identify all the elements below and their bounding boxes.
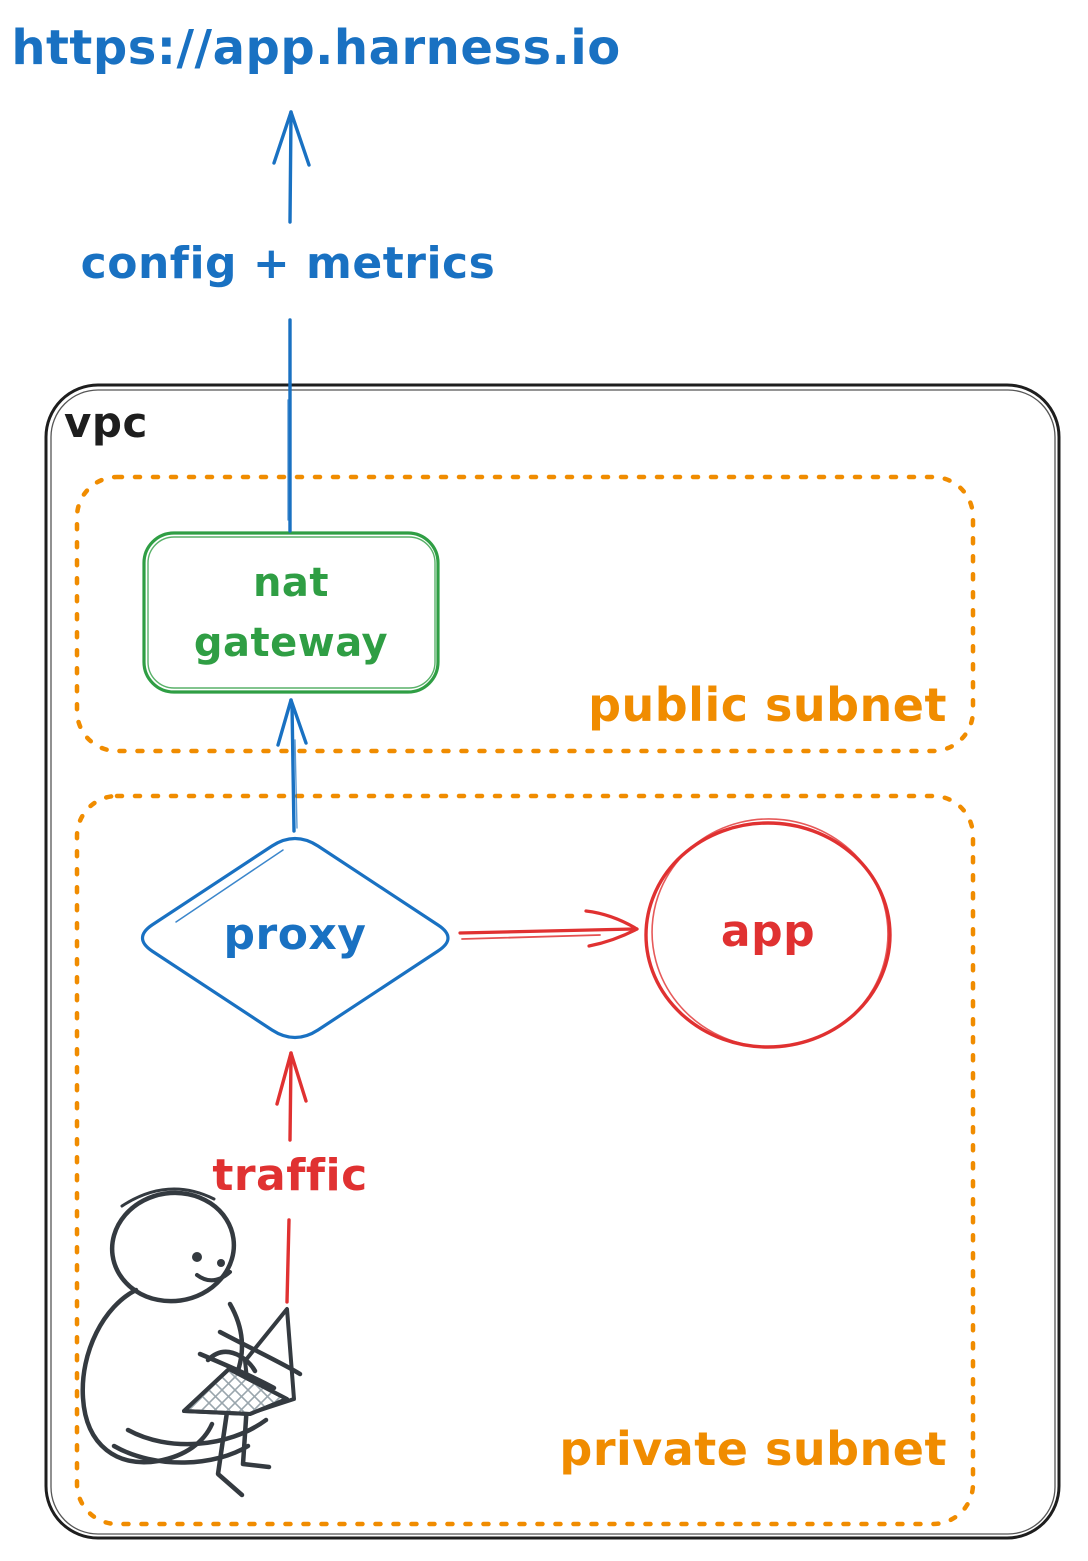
private-subnet-box xyxy=(74,793,976,1527)
person-leg xyxy=(240,1401,272,1470)
url-label: https://app.harness.io xyxy=(11,20,621,76)
arrow-nat-to-url xyxy=(272,110,311,533)
nat-gateway-label: nat gateway xyxy=(144,533,438,692)
traffic-label: traffic xyxy=(212,1150,368,1201)
laptop xyxy=(182,1307,296,1416)
nat-gateway-box xyxy=(142,531,440,694)
person-leg xyxy=(215,1409,245,1498)
person-figure xyxy=(80,1187,272,1498)
nat-gateway-label-line1: nat xyxy=(252,559,330,606)
person-eye xyxy=(192,1252,202,1262)
arrow-proxy-to-app xyxy=(458,909,639,948)
config-metrics-label: config + metrics xyxy=(80,238,496,289)
public-subnet-label: public subnet xyxy=(588,678,947,732)
vpc-label: vpc xyxy=(64,398,148,447)
person-smile xyxy=(195,1270,232,1283)
arrow-proxy-to-nat xyxy=(276,698,308,833)
person-eye xyxy=(217,1259,225,1267)
app-circle xyxy=(644,818,892,1049)
proxy-label: proxy xyxy=(223,909,367,960)
private-subnet-label: private subnet xyxy=(559,1422,947,1476)
nat-gateway-label-line2: gateway xyxy=(193,619,389,666)
app-label: app xyxy=(720,906,816,957)
arrow-traffic xyxy=(275,1051,308,1304)
vpc-box xyxy=(44,383,1061,1540)
public-subnet-box xyxy=(74,474,976,754)
proxy-diamond xyxy=(140,836,450,1040)
person-arms xyxy=(197,1329,303,1391)
